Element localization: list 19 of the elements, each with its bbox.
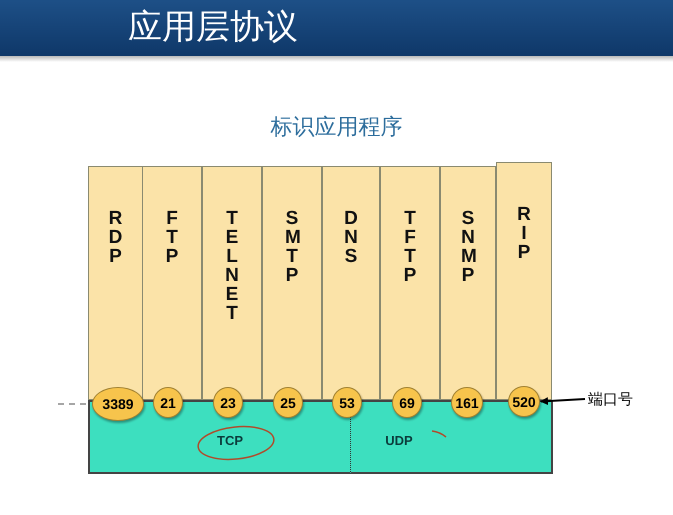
slide-title: 应用层协议 [128, 6, 298, 49]
protocol-name: TFTP [403, 209, 417, 285]
protocol-name: FTP [165, 209, 179, 266]
protocol-name: RIP [517, 205, 531, 262]
protocol-name: DNS [344, 209, 358, 266]
protocol-column [440, 166, 496, 400]
subtitle: 标识应用程序 [270, 114, 404, 142]
protocol-name: TELNET [225, 209, 239, 323]
protocol-name: RDP [108, 209, 122, 266]
protocol-column [88, 166, 143, 400]
protocol-column [142, 166, 202, 400]
protocol-column [262, 166, 322, 400]
port-label: 端口号 [588, 388, 648, 410]
protocol-column [380, 166, 440, 400]
protocol-column [202, 166, 262, 400]
protocol-name: SMTP [285, 209, 299, 285]
arrow [540, 397, 586, 406]
protocol-column [322, 166, 380, 400]
protocol-name: SNMP [461, 209, 475, 285]
